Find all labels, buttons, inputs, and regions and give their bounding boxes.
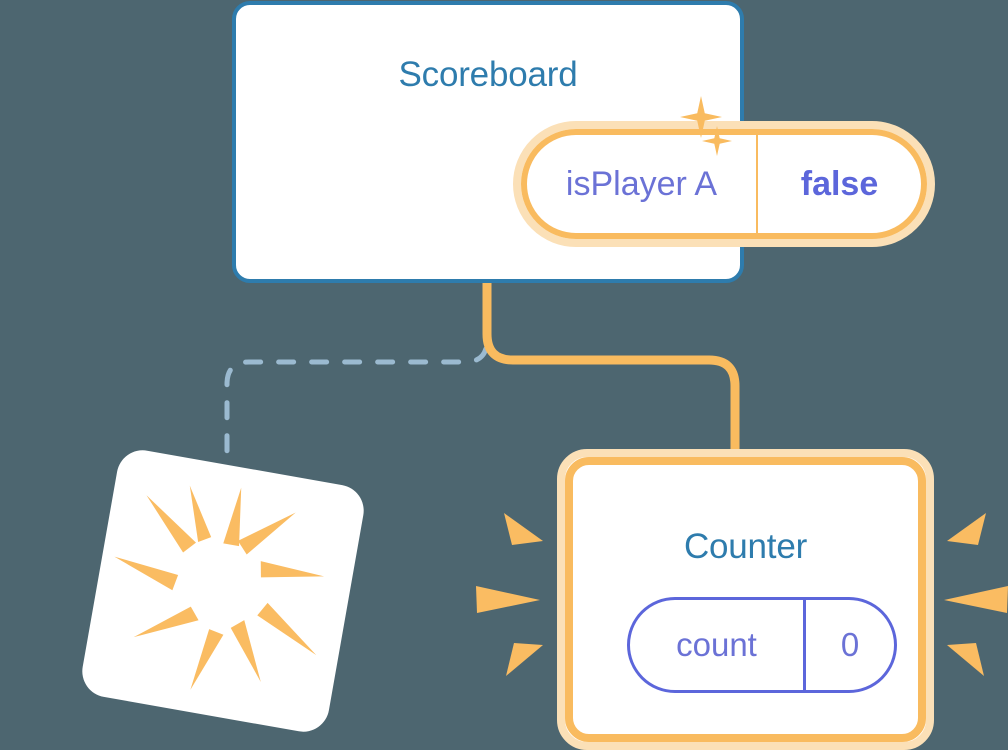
card-flash-rerender[interactable]: [78, 446, 368, 736]
counter-highlight-ring: Counter count 0: [565, 457, 926, 742]
burst-ray: [237, 512, 296, 555]
scoreboard-title: Scoreboard: [398, 55, 578, 94]
connector-scoreboard-to-flash-card: [224, 280, 490, 481]
burst-ray: [257, 602, 317, 656]
pill-highlight-ring: isPlayer A false: [521, 129, 927, 239]
pill-value-count: 0: [840, 626, 860, 663]
burst-ray: [190, 629, 224, 690]
card-scoreboard[interactable]: Scoreboard isPlayer A false: [232, 1, 935, 283]
burst-ray: [223, 487, 242, 547]
rerender-burst-icon: [114, 485, 325, 690]
scoreboard-state-pill[interactable]: isPlayer A false: [513, 121, 935, 247]
burst-ray: [260, 561, 325, 578]
burst-ray: [114, 556, 179, 591]
counter-state-pill[interactable]: count 0: [627, 597, 897, 693]
pill-key-count: count: [630, 600, 806, 690]
pill-value-isplayer-a: false: [800, 164, 879, 203]
burst-ray: [146, 495, 196, 553]
burst-ray: [230, 620, 261, 682]
burst-ray: [189, 485, 212, 542]
counter-title: Counter: [683, 527, 808, 566]
card-counter[interactable]: Counter count 0: [557, 449, 934, 750]
connector-scoreboard-to-counter: [482, 276, 740, 467]
burst-ray: [133, 606, 199, 638]
pill-key-isplayer-a: isPlayer A: [527, 135, 758, 233]
